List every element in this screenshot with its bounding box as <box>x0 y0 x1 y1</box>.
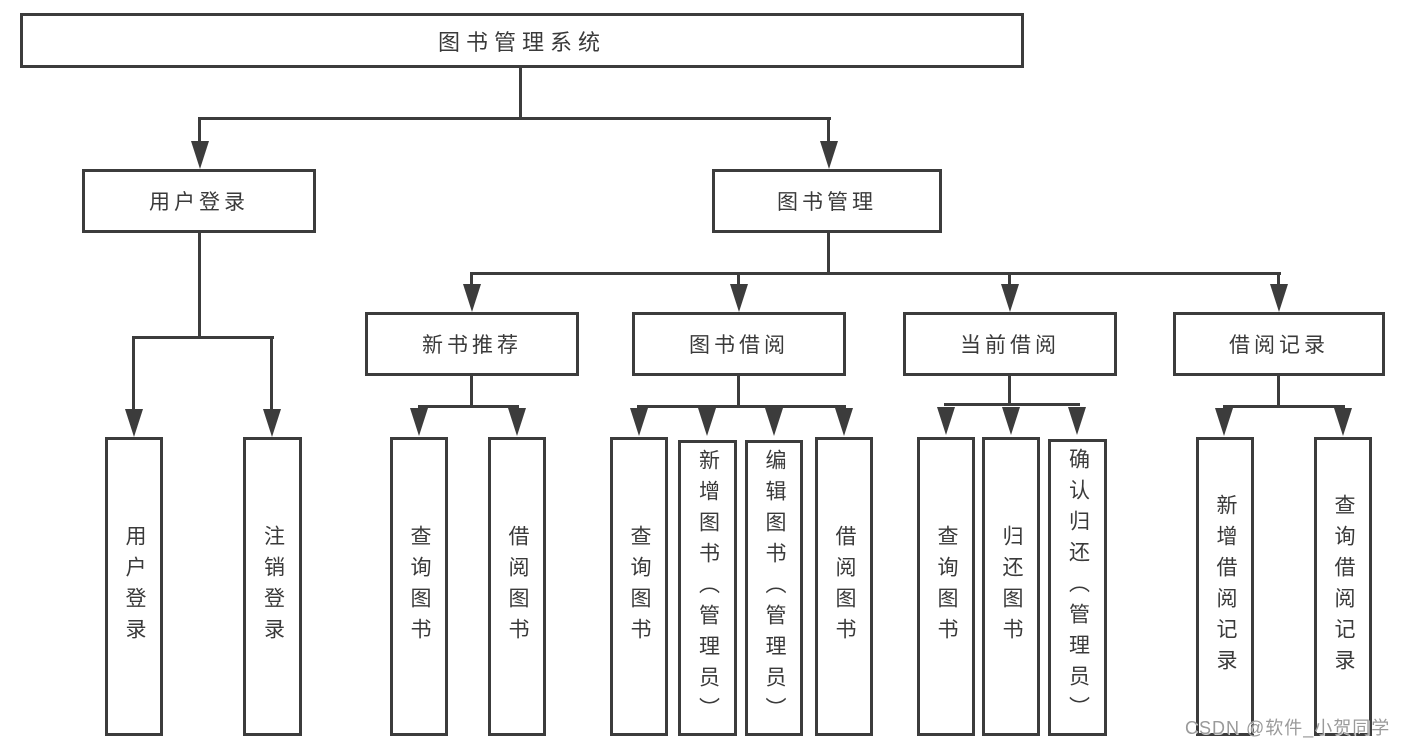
arrow-down-icon <box>463 284 481 312</box>
leaf-query-borrow-record: 查询借阅记录 <box>1314 437 1372 736</box>
arrow-down-icon <box>1001 284 1019 312</box>
connector-line <box>827 117 830 144</box>
connector-line <box>1008 272 1011 286</box>
leaf-borrow-books: 借阅图书 <box>815 437 873 736</box>
connector-line <box>1008 373 1011 406</box>
arrow-down-icon <box>820 141 838 169</box>
node-new-book-recommend: 新书推荐 <box>365 312 579 376</box>
arrow-down-icon <box>630 408 648 436</box>
arrow-down-icon <box>765 408 783 436</box>
leaf-user-login: 用户登录 <box>105 437 163 736</box>
arrow-down-icon <box>1002 407 1020 435</box>
arrow-down-icon <box>508 408 526 436</box>
connector-line <box>1223 405 1345 408</box>
connector-line <box>827 231 830 275</box>
connector-line <box>198 117 831 120</box>
leaf-confirm-return-admin: 确认归还（管理员） <box>1048 439 1107 736</box>
leaf-query-books-recommend: 查询图书 <box>390 437 448 736</box>
connector-line <box>637 405 846 408</box>
connector-line <box>470 374 473 408</box>
connector-line <box>132 336 135 412</box>
leaf-logout: 注销登录 <box>243 437 302 736</box>
leaf-borrow-books-recommend: 借阅图书 <box>488 437 546 736</box>
connector-line <box>519 66 522 118</box>
connector-line <box>1277 374 1280 408</box>
arrow-down-icon <box>191 141 209 169</box>
leaf-query-books-borrow: 查询图书 <box>610 437 668 736</box>
connector-line <box>198 117 201 144</box>
arrow-down-icon <box>835 408 853 436</box>
leaf-return-books: 归还图书 <box>982 437 1040 736</box>
connector-line <box>198 231 201 336</box>
connector-line <box>270 336 273 412</box>
arrow-down-icon <box>730 284 748 312</box>
csdn-watermark: CSDN @软件_小贺同学 <box>1185 718 1391 738</box>
arrow-down-icon <box>698 408 716 436</box>
node-book-borrowing: 图书借阅 <box>632 312 846 376</box>
arrow-down-icon <box>1215 408 1233 436</box>
connector-line <box>737 272 740 286</box>
arrow-down-icon <box>125 409 143 437</box>
connector-line <box>132 336 274 339</box>
arrow-down-icon <box>1068 407 1086 435</box>
arrow-down-icon <box>410 408 428 436</box>
arrow-down-icon <box>1334 408 1352 436</box>
node-current-borrowing: 当前借阅 <box>903 312 1117 376</box>
node-library-management-system: 图书管理系统 <box>20 13 1024 68</box>
leaf-add-borrow-record: 新增借阅记录 <box>1196 437 1254 736</box>
connector-line <box>418 405 519 408</box>
connector-line <box>470 272 473 286</box>
node-user-login: 用户登录 <box>82 169 316 233</box>
node-book-management: 图书管理 <box>712 169 942 233</box>
leaf-add-books-admin: 新增图书（管理员） <box>678 440 737 736</box>
connector-line <box>1277 272 1280 286</box>
leaf-edit-books-admin: 编辑图书（管理员） <box>745 440 803 736</box>
connector-line <box>944 403 1080 406</box>
leaf-query-books-current: 查询图书 <box>917 437 975 736</box>
connector-line <box>737 374 740 408</box>
node-borrowing-records: 借阅记录 <box>1173 312 1385 376</box>
arrow-down-icon <box>1270 284 1288 312</box>
connector-line <box>470 272 1281 275</box>
arrow-down-icon <box>263 409 281 437</box>
arrow-down-icon <box>937 407 955 435</box>
